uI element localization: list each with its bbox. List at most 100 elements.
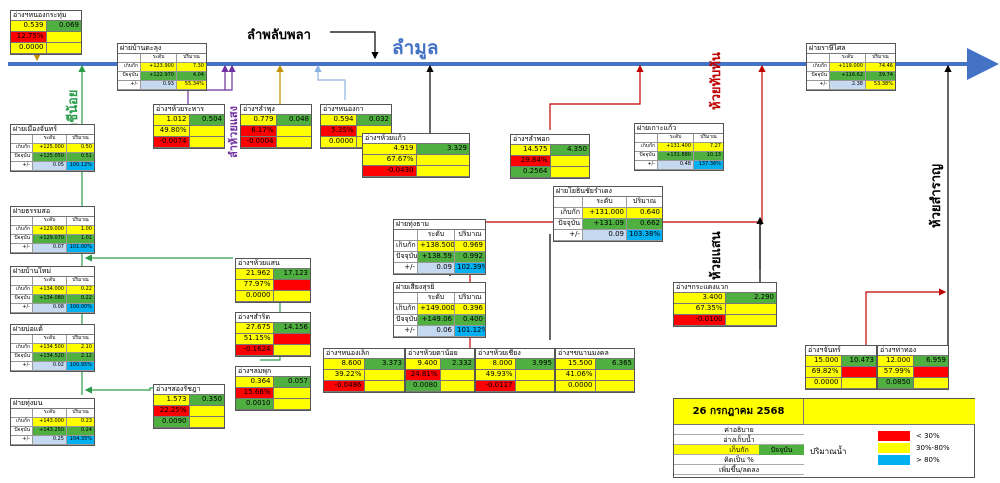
- reservoir-cell: [595, 370, 634, 381]
- gate-volume: 74.46: [866, 63, 895, 72]
- reservoir-cell: 0.594: [321, 115, 357, 126]
- reservoir-name: อ่างฯหนองกา: [321, 105, 391, 115]
- legend-current: ปัจจุบัน: [759, 445, 804, 455]
- reservoir-cell: [189, 137, 224, 148]
- reservoir-cell: [273, 291, 310, 302]
- reservoir-cell: [189, 126, 224, 137]
- reservoir-cell: [273, 280, 310, 291]
- reservoir-name: อ่างฯสำริด: [236, 313, 310, 323]
- reservoir-cell: 10.473: [841, 356, 876, 367]
- reservoir-cell: 0.0000: [11, 43, 47, 54]
- reservoir-cell: [273, 399, 310, 410]
- reservoir-cell: 6.959: [913, 356, 948, 367]
- reservoir-name: อ่างฯห้วยแก้ว: [363, 134, 469, 144]
- reservoir-cell: 6.365: [595, 359, 634, 370]
- reservoir-cell: 0.069: [46, 21, 81, 32]
- reservoir-cell: [725, 304, 776, 315]
- reservoir-cell: 6.17%: [241, 126, 277, 137]
- gate-row-label: เก็บกัก: [394, 241, 418, 252]
- reservoir-cell: 51.15%: [236, 334, 274, 345]
- reservoir-cell: 41.06%: [556, 370, 596, 381]
- gate-level: +131.400: [658, 143, 694, 152]
- gate-level: +143.000: [33, 418, 67, 427]
- gate-row-label: +/-: [635, 161, 658, 170]
- gate-level: +134.000: [33, 286, 67, 295]
- gate-row-label: เก็บกัก: [11, 418, 33, 427]
- gate-level: +123.900: [141, 63, 177, 72]
- reservoir-cell: -0.0117: [476, 381, 516, 392]
- river-title: ลำมูล: [392, 37, 439, 59]
- legend-row-4: เพิ่มขึ้น/ลดลง: [674, 465, 804, 475]
- reservoir-cell: 0.032: [356, 115, 391, 126]
- gate-level: +131.880: [658, 152, 694, 161]
- reservoir-cell: 4.919: [363, 144, 417, 155]
- gate-row-label: เก็บกัก: [554, 208, 583, 219]
- gate-row-label: +/-: [11, 162, 33, 171]
- reservoir-cell: 3.400: [674, 293, 726, 304]
- gate-volume: 101.12%: [455, 326, 485, 337]
- gate-header: ปริมาณ: [67, 135, 94, 144]
- reservoir-cell: [46, 43, 81, 54]
- gate-name: ฝายเมืองจันทร์: [11, 125, 94, 135]
- gate-name: ฝายบ้านตะลุง: [118, 44, 206, 54]
- reservoir-cell: [515, 381, 554, 392]
- gate-header: ระดับ: [418, 293, 455, 304]
- reservoir-cell: 27.675: [236, 323, 274, 334]
- gate-volume: 103.38%: [627, 230, 662, 241]
- gate-volume: 100.00%: [67, 304, 94, 313]
- gate-header: ปริมาณ: [627, 197, 662, 208]
- gate-volume: 0.50: [67, 144, 94, 153]
- huai-thap-than-label: ห้วยทับทัน: [709, 52, 724, 110]
- gate-header: ระดับ: [33, 135, 67, 144]
- gate-volume: 0.396: [455, 304, 485, 315]
- huai-saen-label: ห้วยแสน: [709, 231, 724, 280]
- reservoir-cell: 3.995: [515, 359, 554, 370]
- gate-name: ฝายโยธินชัยรำเดง: [554, 187, 662, 197]
- tributary-label: ลำพลับพลา: [247, 28, 311, 43]
- reservoir-cell: 0.0080: [406, 381, 441, 392]
- reservoir-cell: 2.290: [725, 293, 776, 304]
- reservoir-cell: [725, 315, 776, 326]
- reservoir-cell: 0.057: [273, 377, 310, 388]
- reservoir-cell: [276, 137, 311, 148]
- reservoir-cell: 12.75%: [11, 32, 47, 43]
- gate-volume: 55.34%: [177, 81, 206, 90]
- reservoir-cell: [273, 334, 310, 345]
- gate-row-label: ปัจจุบัน: [11, 295, 33, 304]
- gate-header: ระดับ: [141, 54, 177, 63]
- gate-level: 0.06: [418, 326, 455, 337]
- gate-level: +131.09: [583, 219, 627, 230]
- reservoir-cell: [189, 417, 224, 428]
- reservoir-cell: 49.93%: [476, 370, 516, 381]
- gate-mueang-chan: ฝายเมืองจันทร์ระดับปริมาณเก็บกัก+125.000…: [10, 124, 95, 172]
- legend-row-3: คิดเป็น %: [674, 455, 804, 465]
- reservoir-name: อ่างฯลำพอก: [511, 135, 589, 145]
- gate-volume: 0.640: [627, 208, 662, 219]
- gate-level: +149.000: [418, 304, 455, 315]
- gate-header: ปริมาณ: [67, 277, 94, 286]
- gate-name: ฝายราษีไศล: [807, 44, 895, 54]
- reservoir-cell: -0.0100: [674, 315, 726, 326]
- gate-row-label: ปัจจุบัน: [11, 427, 33, 436]
- gate-level: 0.09: [583, 230, 627, 241]
- gate-row-label: เก็บกัก: [11, 226, 33, 235]
- gate-header: ระดับ: [658, 134, 694, 143]
- reservoir-cell: [515, 370, 554, 381]
- gate-volume: 0.992: [455, 252, 485, 263]
- reservoir-cell: 0.364: [236, 377, 274, 388]
- reservoir-cell: 67.35%: [674, 304, 726, 315]
- reservoir-name: อ่างฯท่าทอง: [878, 346, 948, 356]
- reservoir-cell: -0.0430: [363, 166, 417, 177]
- gate-volume: 104.35%: [67, 436, 94, 445]
- reservoir-cell: 0.0010: [236, 399, 274, 410]
- reservoir-cell: -0.1624: [236, 345, 274, 356]
